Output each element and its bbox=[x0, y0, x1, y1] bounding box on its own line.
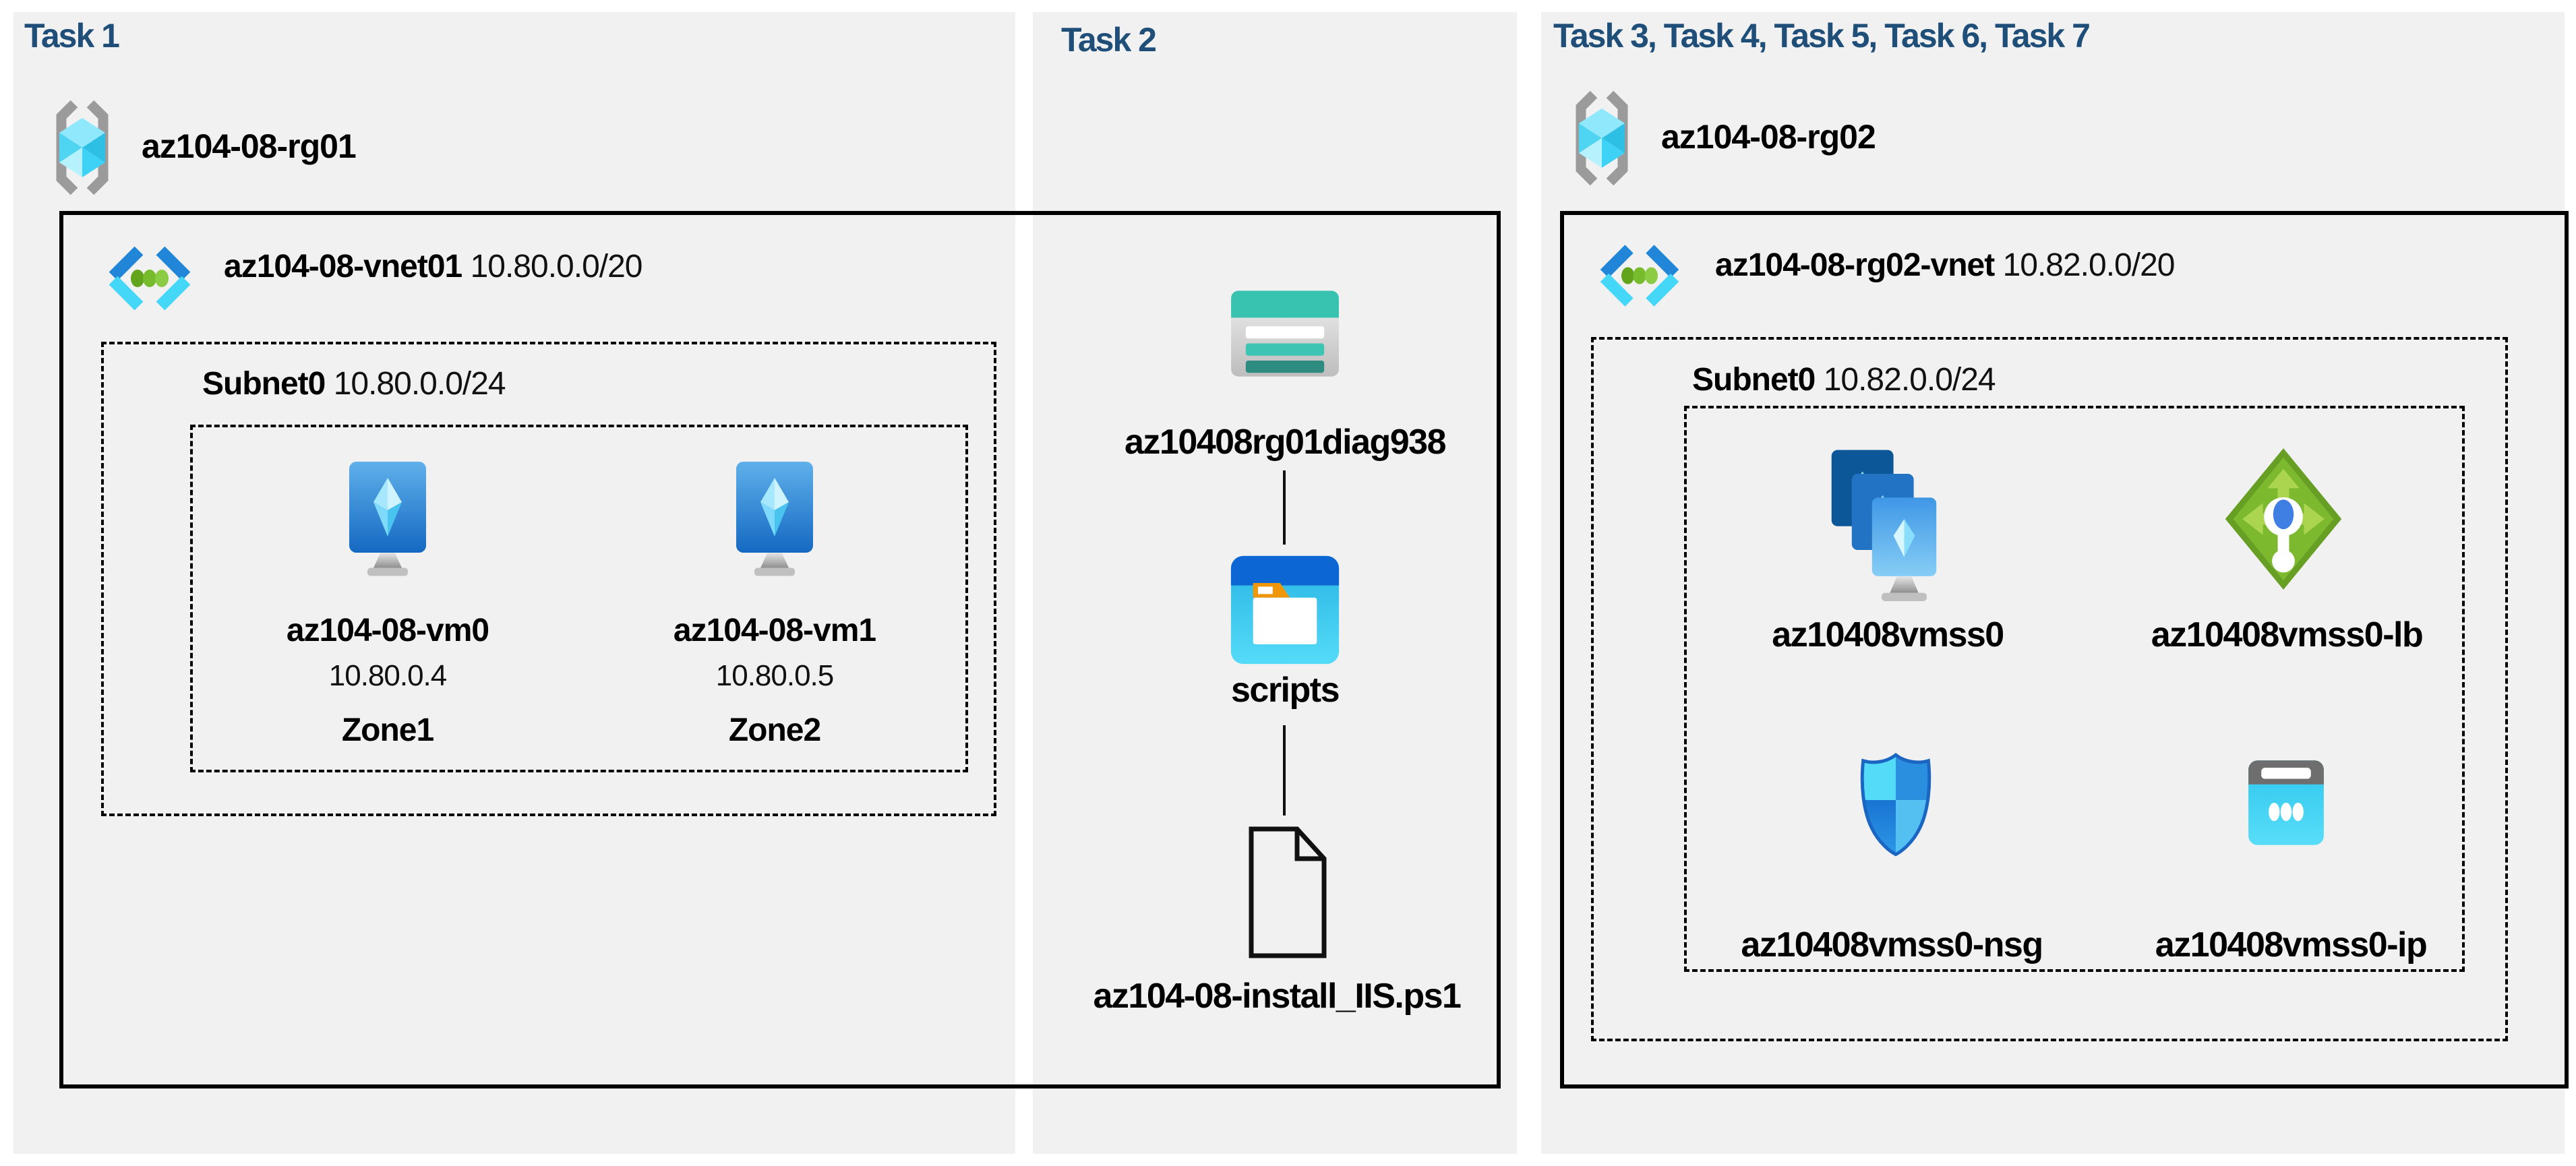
script-file-icon bbox=[1249, 826, 1327, 958]
virtual-network-icon bbox=[109, 246, 191, 311]
load-balancer-icon bbox=[2225, 448, 2342, 590]
subnet1-inner-box bbox=[190, 425, 968, 772]
storage-account-label: az10408rg01diag938 bbox=[1124, 423, 1447, 462]
vnet2-name: az104-08-rg02-vnet bbox=[1715, 247, 1995, 283]
subnet1-cidr: 10.80.0.0/24 bbox=[333, 366, 506, 402]
vnet2-cidr: 10.82.0.0/20 bbox=[2002, 247, 2176, 283]
resource-group-icon bbox=[1576, 90, 1628, 186]
subnet2-name: Subnet0 bbox=[1692, 362, 1816, 398]
virtual-network-icon bbox=[1600, 245, 1679, 307]
subnet2-label: Subnet0 10.82.0.0/24 bbox=[1692, 361, 1996, 398]
resource-group-1-label: az104-08-rg01 bbox=[142, 127, 357, 165]
vm0-name: az104-08-vm0 bbox=[286, 613, 489, 648]
vm1-ip: 10.80.0.5 bbox=[715, 659, 834, 692]
task3-title: Task 3, Task 4, Task 5, Task 6, Task 7 bbox=[1553, 17, 2091, 55]
subnet1-box bbox=[101, 342, 996, 816]
vm-scale-set-icon bbox=[1831, 450, 1937, 601]
scripts-container-label: scripts bbox=[1230, 671, 1340, 710]
vnet1-label: az104-08-vnet01 10.80.0.0/20 bbox=[224, 248, 642, 285]
public-ip-label: az10408vmss0-ip bbox=[2155, 925, 2428, 964]
subnet2-box bbox=[1591, 337, 2508, 1041]
virtual-machine-icon bbox=[349, 462, 426, 576]
virtual-machine-icon bbox=[736, 462, 813, 576]
vm0-ip: 10.80.0.4 bbox=[328, 659, 447, 692]
vm0-zone: Zone1 bbox=[341, 712, 434, 748]
subnet2-cidr: 10.82.0.0/24 bbox=[1823, 362, 1996, 398]
vnet1-name: az104-08-vnet01 bbox=[224, 249, 462, 284]
network-security-group-icon bbox=[1860, 752, 1931, 857]
task2-title: Task 2 bbox=[1061, 21, 1157, 59]
vm1-name: az104-08-vm1 bbox=[673, 613, 876, 648]
resource-group-icon bbox=[56, 100, 109, 195]
script-file-label: az104-08-install_IIS.ps1 bbox=[1093, 977, 1462, 1016]
task1-panel bbox=[13, 12, 1015, 1154]
nsg-label: az10408vmss0-nsg bbox=[1741, 925, 2043, 964]
subnet1-label: Subnet0 10.80.0.0/24 bbox=[202, 365, 506, 402]
task1-title: Task 1 bbox=[24, 17, 120, 55]
subnet2-inner-box bbox=[1684, 406, 2465, 972]
connector-storage-scripts bbox=[1283, 470, 1286, 545]
vnet1-boundary-box bbox=[59, 211, 1501, 1088]
subnet1-name: Subnet0 bbox=[202, 366, 326, 402]
public-ip-icon bbox=[2248, 760, 2324, 845]
blob-container-icon bbox=[1230, 555, 1340, 665]
task3-panel bbox=[1541, 12, 2565, 1154]
connector-scripts-file bbox=[1283, 725, 1286, 816]
vnet1-cidr: 10.80.0.0/20 bbox=[470, 249, 643, 284]
vnet2-label: az104-08-rg02-vnet 10.82.0.0/20 bbox=[1715, 247, 2176, 284]
load-balancer-label: az10408vmss0-lb bbox=[2151, 615, 2424, 654]
resource-group-2-label: az104-08-rg02 bbox=[1661, 118, 1876, 156]
vm1-zone: Zone2 bbox=[728, 712, 821, 748]
vmss-label: az10408vmss0 bbox=[1772, 615, 2004, 654]
storage-account-icon bbox=[1231, 290, 1339, 377]
vnet2-boundary-box bbox=[1560, 211, 2569, 1088]
